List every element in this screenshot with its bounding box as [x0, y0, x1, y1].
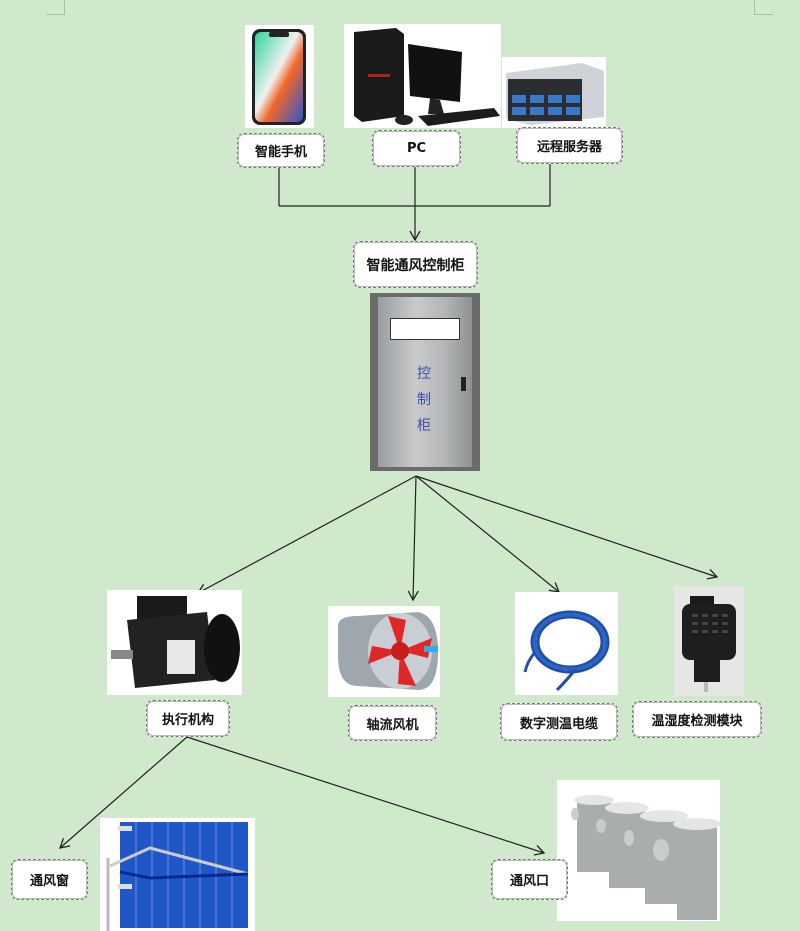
label-remote-server: 远程服务器 — [516, 127, 623, 164]
arrow-to-sensor — [415, 475, 719, 580]
arrow-to-fan — [407, 475, 419, 602]
page-corner-mark-right — [754, 0, 773, 15]
cabinet-char: 控 — [417, 366, 431, 382]
smartphone-image — [245, 25, 314, 128]
arrow-to-actuator — [196, 475, 417, 594]
page-corner-mark-left — [46, 0, 65, 15]
label-humidity-module: 温湿度检测模块 — [632, 701, 762, 738]
arrow-to-vent-window — [58, 736, 188, 849]
motor-icon — [111, 596, 240, 688]
label-pc: PC — [372, 130, 461, 167]
control-cabinet-image: 控 制 柜 — [370, 293, 480, 471]
motor-image — [107, 590, 242, 695]
vent-duct-image — [557, 780, 720, 921]
sensor-image — [674, 586, 744, 696]
label-temp-cable: 数字测温电缆 — [500, 703, 618, 741]
arrow-to-cable — [415, 475, 561, 593]
server-image — [502, 57, 606, 128]
vent-window-image — [100, 818, 255, 931]
smartphone-icon — [252, 29, 306, 125]
vent-duct-icon — [571, 795, 720, 920]
cabinet-char: 制 — [417, 392, 431, 408]
cabinet-text: 控 制 柜 — [414, 361, 434, 439]
label-smartphone: 智能手机 — [237, 133, 325, 168]
cable-coil-icon — [523, 610, 610, 692]
arrow-to-vent-duct — [186, 736, 546, 856]
label-vent-duct: 通风口 — [491, 859, 568, 900]
desktop-pc-icon — [354, 28, 500, 126]
fan-image — [328, 606, 440, 697]
label-vent-window: 通风窗 — [11, 859, 88, 900]
rack-server-icon — [506, 63, 604, 125]
pc-image — [344, 24, 501, 128]
axial-fan-icon — [338, 612, 438, 690]
label-axial-fan: 轴流风机 — [348, 705, 437, 741]
cabinet-char: 柜 — [417, 418, 431, 434]
cable-image — [515, 592, 618, 695]
vent-window-icon — [106, 822, 249, 931]
label-controller: 智能通风控制柜 — [353, 241, 478, 288]
label-actuator: 执行机构 — [146, 700, 230, 737]
humidity-sensor-icon — [682, 596, 736, 692]
